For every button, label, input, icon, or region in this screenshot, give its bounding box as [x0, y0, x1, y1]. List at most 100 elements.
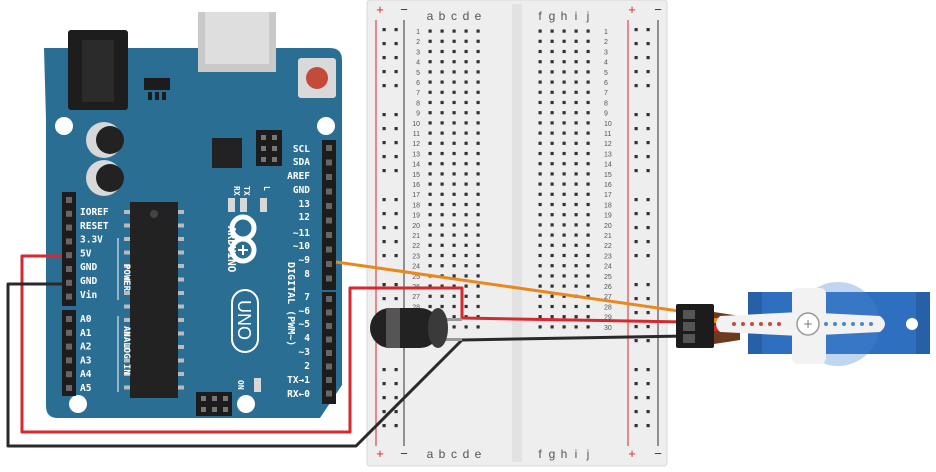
- digital-label: DIGITAL (PWM~): [285, 262, 296, 346]
- row-number: 11: [413, 131, 420, 138]
- row-number: 13: [604, 151, 612, 158]
- digital-pin-label: ~11: [293, 228, 310, 239]
- chip-pins: [124, 210, 184, 390]
- digital-pin-label: 8: [304, 269, 310, 280]
- power-pin-label: GND: [80, 262, 97, 273]
- digital-pin-label: TX→1: [287, 375, 310, 386]
- row-number: 4: [604, 60, 608, 67]
- column-letter: e: [475, 447, 482, 461]
- wire-signal-orange[interactable]: [335, 260, 687, 314]
- power-pin-label: Vin: [80, 290, 97, 301]
- mount-hole: [237, 395, 255, 413]
- column-letter: b: [439, 9, 446, 23]
- column-letter: g: [549, 447, 556, 461]
- power-pin-label: IOREF: [80, 207, 109, 218]
- rail-minus-sign: −: [400, 446, 408, 461]
- power-pin-label: 3.3V: [80, 235, 103, 246]
- wire-black-to-servo[interactable]: [461, 334, 687, 342]
- rail-plus-sign: +: [376, 2, 384, 17]
- row-number: 25: [412, 274, 420, 281]
- column-letter: b: [439, 447, 446, 461]
- row-number: 17: [412, 192, 420, 199]
- power-led: [254, 378, 261, 392]
- row-number: 6: [416, 80, 420, 87]
- analog-pin-label: A2: [80, 342, 91, 353]
- rail-plus-sign: +: [376, 446, 384, 461]
- rail-plus-sign: +: [628, 446, 636, 461]
- row-number: 29: [604, 315, 612, 322]
- power-label: POWER: [121, 264, 131, 292]
- digital-pin-label: AREF: [287, 171, 310, 182]
- electrolytic-capacitor[interactable]: [370, 308, 462, 348]
- atmega-chip: [130, 202, 178, 398]
- digital-pin-label: ~5: [299, 319, 311, 330]
- row-number: 15: [604, 172, 612, 179]
- digital-pin-label: 7: [304, 292, 310, 303]
- digital-pin-label: SDA: [293, 157, 310, 168]
- column-letter: d: [463, 9, 470, 23]
- column-letter: c: [451, 447, 457, 461]
- mount-hole: [69, 395, 87, 413]
- row-number: 28: [412, 304, 420, 311]
- digital-pin-label: SCL: [293, 144, 310, 155]
- row-number: 16: [604, 182, 612, 189]
- row-number: 5: [416, 70, 420, 77]
- servo-motor[interactable]: +: [676, 282, 930, 366]
- usb-chip: [212, 138, 242, 168]
- row-number: 9: [604, 111, 608, 118]
- row-number: 20: [604, 223, 612, 230]
- analog-pin-label: A4: [80, 369, 92, 380]
- row-number: 23: [412, 253, 420, 260]
- rail-minus-sign: −: [400, 2, 408, 17]
- analog-pin-label: A5: [80, 383, 92, 394]
- row-number: 4: [416, 60, 420, 67]
- row-number: 27: [412, 294, 420, 301]
- row-number: 15: [412, 172, 420, 179]
- power-pin-label: GND: [80, 276, 97, 287]
- digital-header-bottom: [322, 292, 336, 404]
- row-number: 13: [412, 151, 420, 158]
- wire-red-to-servo[interactable]: [461, 316, 687, 324]
- column-letter: a: [427, 9, 434, 23]
- power-pin-label: 5V: [80, 248, 92, 259]
- row-number: 12: [412, 141, 420, 148]
- row-number: 18: [412, 202, 420, 209]
- row-number: 8: [416, 100, 420, 107]
- icsp-header: [256, 130, 282, 166]
- column-letter: i: [575, 447, 578, 461]
- row-number: 21: [412, 233, 420, 240]
- power-header: [62, 192, 76, 306]
- mount-hole: [317, 117, 335, 135]
- tx-led: [228, 198, 235, 212]
- row-number: 3: [604, 49, 608, 56]
- row-number: 11: [604, 131, 611, 138]
- row-number: 26: [604, 284, 612, 291]
- wire-5v-red[interactable]: [20, 254, 464, 434]
- arduino-logo: [229, 214, 257, 264]
- l-led: [260, 198, 267, 212]
- board-capacitor: [86, 160, 124, 196]
- rx-label: RX: [232, 186, 241, 196]
- tx-label: TX: [242, 186, 251, 196]
- power-rails: [375, 20, 659, 446]
- row-number: 8: [604, 100, 608, 107]
- model-label: UNO: [234, 300, 254, 340]
- row-number: 1: [416, 29, 420, 36]
- arduino-board[interactable]: TX RX L ARDUINO UNO DIGITAL (PWM~) ON: [44, 12, 342, 418]
- digital-pin-label: 4: [304, 333, 310, 344]
- digital-pin-label: ~10: [293, 241, 310, 252]
- uno-badge: UNO: [231, 289, 259, 353]
- row-number: 23: [604, 253, 612, 260]
- board-capacitor: [86, 122, 124, 158]
- row-number: 2: [604, 39, 608, 46]
- wire-gnd-black[interactable]: [6, 282, 464, 448]
- column-letter: d: [463, 447, 470, 461]
- horn-screw-icon: +: [803, 317, 813, 331]
- row-number: 6: [604, 80, 608, 87]
